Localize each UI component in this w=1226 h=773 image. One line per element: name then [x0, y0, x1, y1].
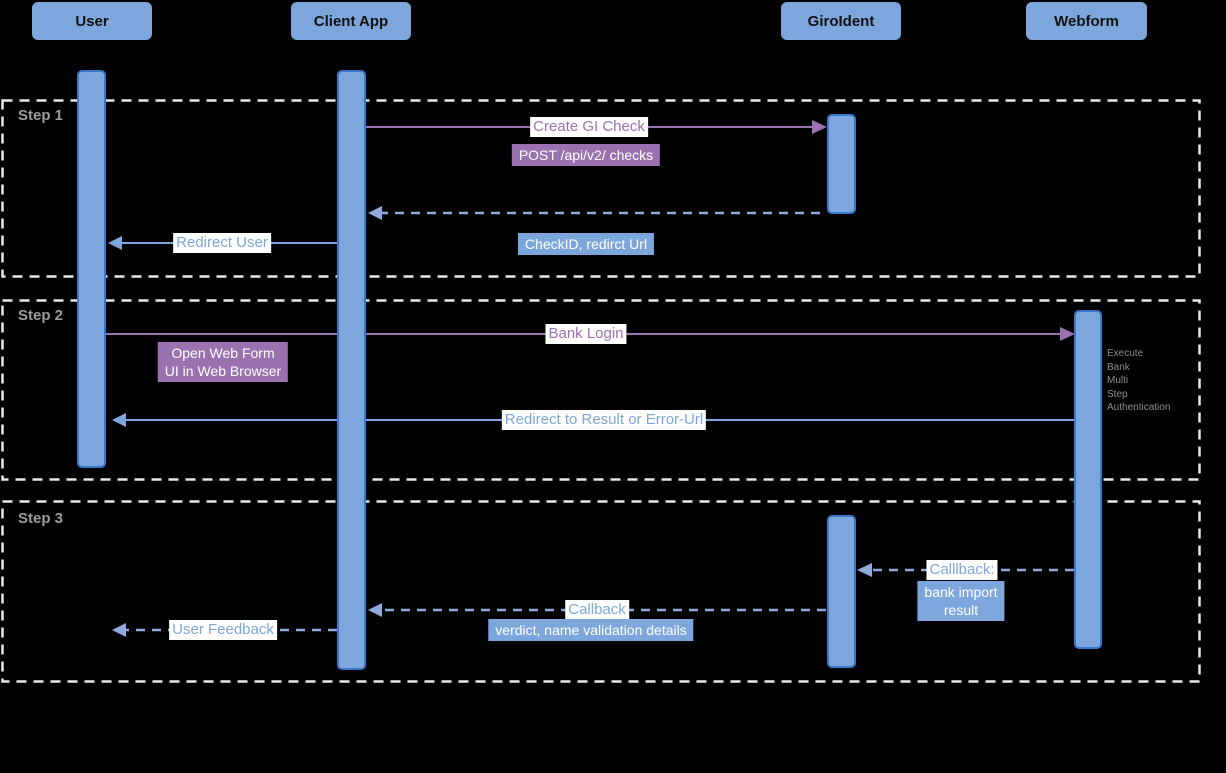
giroident-activation-bar-2: [827, 515, 856, 668]
message-user-feedback: User Feedback: [169, 620, 277, 640]
actor-user: User: [32, 2, 152, 40]
actor-webform: Webform: [1026, 2, 1147, 40]
user-activation-bar: [77, 70, 106, 468]
step2-label: Step 2: [18, 307, 64, 324]
step1-label: Step 1: [18, 107, 64, 124]
message-verdict-details: verdict, name validation details: [488, 619, 694, 641]
step3-frame: [1, 500, 1201, 683]
webform-auth-note: Execute Bank Multi Step Authentication: [1107, 348, 1171, 413]
message-redirect-user: Redirect User: [173, 233, 271, 253]
message-open-web-form: Open Web Form UI in Web Browser: [157, 342, 289, 382]
message-callback-webform: Calllback:: [926, 560, 998, 580]
giroident-activation-bar-1: [827, 114, 856, 214]
message-post-api: POST /api/v2/ checks: [511, 144, 661, 166]
message-checkid-redirect: CheckID, redirct Url: [517, 233, 655, 255]
step1-frame: [1, 99, 1201, 278]
message-redirect-result: Redirect to Result or Error-Url: [501, 410, 707, 430]
client-app-activation-bar: [337, 70, 366, 670]
actor-client-app: Client App: [291, 2, 411, 40]
message-callback-client: Callback: [565, 600, 629, 620]
webform-activation-bar: [1074, 310, 1102, 649]
message-bank-login: Bank Login: [545, 324, 627, 344]
message-bank-import-result: bank import result: [917, 581, 1005, 621]
message-create-gi-check: Create GI Check: [530, 117, 648, 137]
actor-giroident: GiroIdent: [781, 2, 901, 40]
arrow-checkid-return: [368, 206, 820, 220]
arrow-user-feedback: [112, 623, 337, 637]
arrow-callback-client: [368, 603, 826, 617]
step2-frame: [1, 299, 1201, 481]
step3-label: Step 3: [18, 510, 64, 527]
